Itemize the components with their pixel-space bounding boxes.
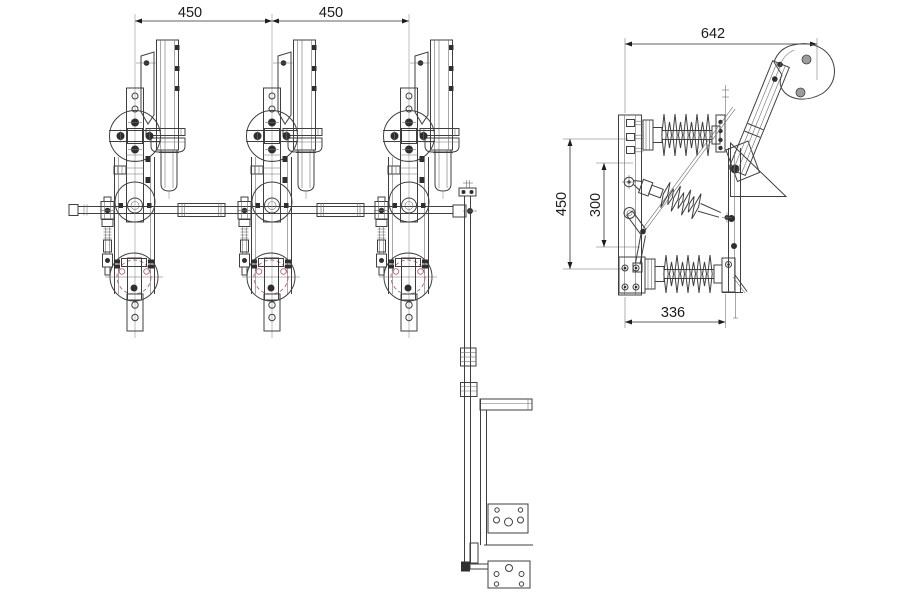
pole-1 [99, 13, 186, 339]
side-crank-label: 300 [588, 193, 604, 217]
drive-rod [68, 203, 477, 218]
blade-arm [722, 43, 836, 197]
operating-handle [479, 398, 533, 411]
gusset-plate [730, 141, 788, 197]
rod-coupler-left [177, 203, 226, 217]
channel-bolts-top [626, 119, 644, 154]
bottom-insulator [644, 254, 748, 319]
side-height-label: 450 [554, 192, 570, 216]
bell-crank [623, 207, 647, 273]
flag-knob-lower [795, 87, 806, 98]
side-dimension-width: 642 [624, 26, 818, 113]
mounting-plate-lower [487, 560, 531, 589]
side-view: 642 450 300 336 [554, 26, 836, 328]
pole-2 [236, 13, 323, 339]
arm-flag-plate [773, 43, 836, 100]
rod-coupler-right [316, 203, 365, 217]
front-span-right-label: 450 [319, 5, 343, 21]
front-view: 450 450 [68, 5, 533, 589]
side-dimension-depth: 336 [624, 294, 726, 328]
pull-rod [642, 106, 736, 231]
front-span-left-label: 450 [178, 5, 202, 21]
rod-coupling-lower [460, 382, 478, 397]
side-dimension-crank: 300 [588, 162, 640, 248]
side-width-label: 642 [701, 26, 725, 42]
flag-knob-upper [801, 54, 812, 65]
operating-mechanism [458, 180, 533, 589]
side-dimension-height: 450 [554, 138, 628, 270]
side-depth-label: 336 [661, 305, 685, 321]
top-insulator [642, 113, 726, 157]
mounting-channel [618, 114, 646, 296]
pole-3 [373, 13, 460, 339]
mounting-plate-upper [487, 503, 529, 534]
rotating-insulator [622, 175, 732, 223]
